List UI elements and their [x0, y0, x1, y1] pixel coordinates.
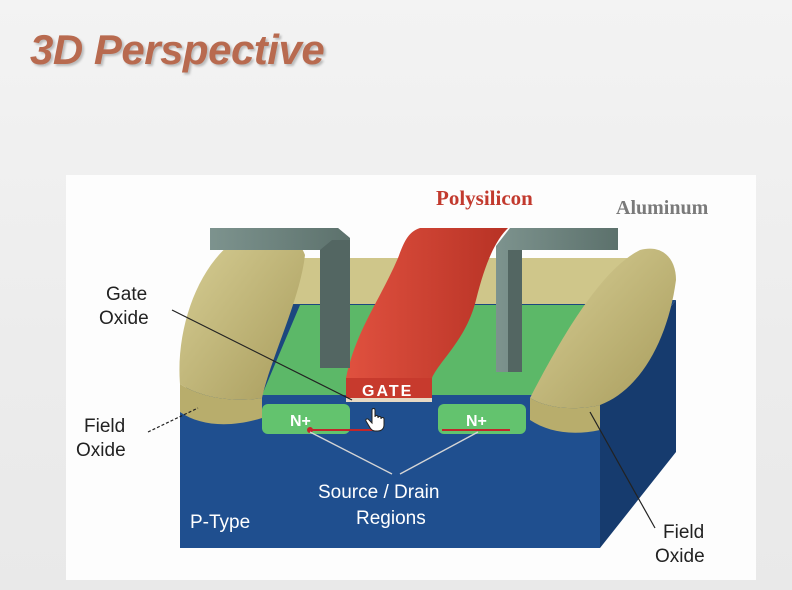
field-oxide-right-label-line2: Oxide — [655, 546, 705, 567]
source-contact-dot — [307, 427, 313, 433]
slide-title: 3D Perspective — [30, 26, 325, 73]
source-drain-label-line1: Source / Drain — [318, 482, 439, 503]
hand-pointer-icon — [365, 408, 385, 432]
p-type-label: P-Type — [190, 512, 250, 533]
n-plus-left-label: N+ — [290, 413, 311, 430]
field-oxide-left — [179, 230, 305, 400]
gate-oxide-label-line1: Gate — [106, 284, 147, 305]
n-plus-left-region — [262, 404, 350, 434]
field-oxide-left-label-line2: Oxide — [76, 440, 126, 461]
field-oxide-right-label-line1: Field — [663, 522, 704, 543]
n-plus-right-label: N+ — [466, 413, 487, 430]
field-oxide-right-leader — [589, 411, 656, 529]
field-oxide-left-front — [180, 384, 262, 425]
gate-oxide-leader — [171, 309, 353, 401]
aluminum-label: Aluminum — [616, 197, 709, 219]
source-drain-label-line2: Regions — [356, 508, 426, 529]
field-oxide-right — [530, 248, 676, 409]
field-oxide-left-leader — [147, 407, 199, 433]
aluminum-contact-left-post-shade — [320, 240, 350, 368]
gate-label: GATE — [362, 383, 413, 400]
field-oxide-left-label-line1: Field — [84, 416, 125, 437]
aluminum-contact-right-post-shade — [508, 250, 522, 372]
n-plus-right-region — [438, 404, 526, 434]
source-drain-leader-left — [309, 431, 393, 475]
source-drain-leader-right — [399, 431, 479, 475]
gate-oxide-layer — [346, 398, 432, 402]
field-oxide-right-front — [530, 398, 600, 433]
polysilicon-gate-front — [346, 378, 432, 398]
polysilicon-gate — [346, 228, 508, 398]
gate-oxide-label-line2: Oxide — [99, 308, 149, 329]
polysilicon-label: Polysilicon — [436, 186, 533, 210]
substrate-side-face — [600, 300, 676, 548]
